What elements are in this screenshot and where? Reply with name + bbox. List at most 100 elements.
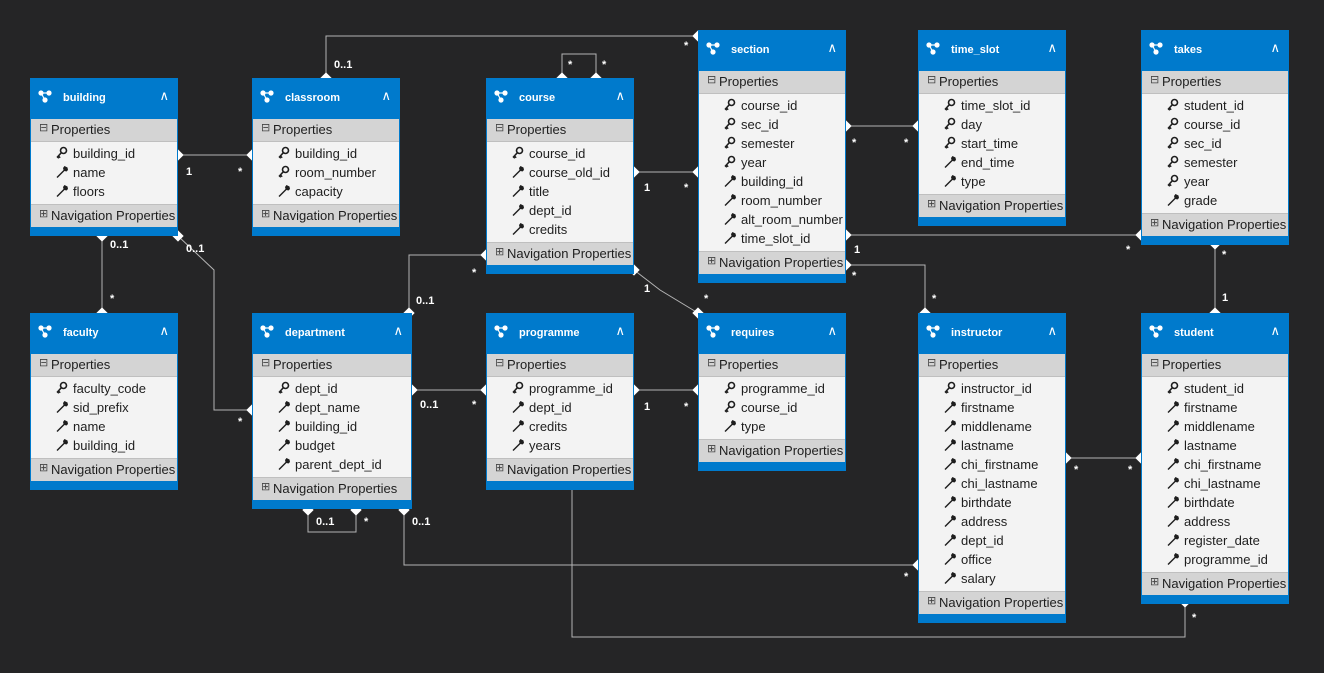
key-property-row[interactable]: year — [699, 153, 845, 172]
collapse-chevron-icon[interactable]: ∧ — [1270, 40, 1280, 55]
entity-header[interactable]: section∧ — [699, 31, 845, 71]
navigation-properties-toggle[interactable]: ⊞Navigation Properties — [487, 458, 633, 481]
collapse-minus-icon[interactable]: ⊟ — [39, 122, 49, 134]
property-row[interactable]: building_id — [253, 417, 411, 436]
key-property-row[interactable]: day — [919, 115, 1065, 134]
key-property-row[interactable]: sec_id — [1142, 134, 1288, 153]
collapse-chevron-icon[interactable]: ∧ — [615, 88, 625, 103]
navigation-properties-toggle[interactable]: ⊞Navigation Properties — [919, 591, 1065, 614]
property-row[interactable]: end_time — [919, 153, 1065, 172]
key-property-row[interactable]: course_id — [487, 144, 633, 163]
navigation-properties-toggle[interactable]: ⊞Navigation Properties — [699, 251, 845, 274]
relationship-section-time_slot[interactable] — [840, 120, 924, 132]
relationship-section-takes[interactable] — [840, 229, 1147, 241]
relationship-course-section[interactable] — [628, 166, 704, 178]
property-row[interactable]: capacity — [253, 182, 399, 201]
key-property-row[interactable]: start_time — [919, 134, 1065, 153]
property-row[interactable]: chi_lastname — [1142, 474, 1288, 493]
key-property-row[interactable]: course_id — [699, 398, 845, 417]
relationship-building-department[interactable] — [172, 230, 258, 416]
property-row[interactable]: credits — [487, 220, 633, 239]
property-row[interactable]: office — [919, 550, 1065, 569]
entity-header[interactable]: time_slot∧ — [919, 31, 1065, 71]
collapse-minus-icon[interactable]: ⊟ — [1150, 74, 1160, 86]
property-row[interactable]: birthdate — [919, 493, 1065, 512]
expand-plus-icon[interactable]: ⊞ — [39, 462, 49, 474]
property-row[interactable]: chi_lastname — [919, 474, 1065, 493]
relationship-building-classroom[interactable] — [172, 149, 258, 161]
properties-section-toggle[interactable]: ⊟Properties — [1142, 71, 1288, 94]
property-row[interactable]: dept_id — [919, 531, 1065, 550]
property-row[interactable]: firstname — [1142, 398, 1288, 417]
expand-plus-icon[interactable]: ⊞ — [261, 208, 271, 220]
relationship-classroom-section[interactable] — [320, 30, 704, 84]
collapse-minus-icon[interactable]: ⊟ — [707, 74, 717, 86]
expand-plus-icon[interactable]: ⊞ — [39, 208, 49, 220]
property-row[interactable]: budget — [253, 436, 411, 455]
relationship-building-faculty[interactable] — [96, 230, 108, 319]
key-property-row[interactable]: dept_id — [253, 379, 411, 398]
relationship-programme-student[interactable] — [566, 468, 1191, 638]
property-row[interactable]: building_id — [31, 436, 177, 455]
navigation-properties-toggle[interactable]: ⊞Navigation Properties — [31, 458, 177, 481]
property-row[interactable]: room_number — [699, 191, 845, 210]
navigation-properties-toggle[interactable]: ⊞Navigation Properties — [253, 477, 411, 500]
property-row[interactable]: chi_firstname — [1142, 455, 1288, 474]
entity-header[interactable]: student∧ — [1142, 314, 1288, 354]
association-line[interactable] — [561, 53, 597, 78]
key-property-row[interactable]: course_id — [1142, 115, 1288, 134]
property-row[interactable]: dept_id — [487, 398, 633, 417]
relationship-section-instructor[interactable] — [840, 259, 931, 319]
navigation-properties-toggle[interactable]: ⊞Navigation Properties — [31, 204, 177, 227]
property-row[interactable]: middlename — [1142, 417, 1288, 436]
entity-header[interactable]: building∧ — [31, 79, 177, 119]
expand-plus-icon[interactable]: ⊞ — [495, 462, 505, 474]
association-line[interactable] — [408, 254, 486, 313]
entity-header[interactable]: classroom∧ — [253, 79, 399, 119]
entity-header[interactable]: programme∧ — [487, 314, 633, 354]
property-row[interactable]: grade — [1142, 191, 1288, 210]
key-property-row[interactable]: semester — [699, 134, 845, 153]
collapse-chevron-icon[interactable]: ∧ — [615, 323, 625, 338]
property-row[interactable]: credits — [487, 417, 633, 436]
expand-plus-icon[interactable]: ⊞ — [1150, 576, 1160, 588]
key-property-row[interactable]: student_id — [1142, 379, 1288, 398]
collapse-chevron-icon[interactable]: ∧ — [1047, 323, 1057, 338]
association-line[interactable] — [633, 269, 699, 314]
collapse-minus-icon[interactable]: ⊟ — [707, 357, 717, 369]
entity-header[interactable]: course∧ — [487, 79, 633, 119]
entity-header[interactable]: department∧ — [253, 314, 411, 354]
key-property-row[interactable]: programme_id — [487, 379, 633, 398]
property-row[interactable]: firstname — [919, 398, 1065, 417]
key-property-row[interactable]: building_id — [253, 144, 399, 163]
key-property-row[interactable]: course_id — [699, 96, 845, 115]
association-line[interactable] — [177, 235, 252, 411]
property-row[interactable]: sid_prefix — [31, 398, 177, 417]
collapse-minus-icon[interactable]: ⊟ — [495, 357, 505, 369]
key-property-row[interactable]: building_id — [31, 144, 177, 163]
property-row[interactable]: dept_id — [487, 201, 633, 220]
property-row[interactable]: years — [487, 436, 633, 455]
properties-section-toggle[interactable]: ⊟Properties — [487, 119, 633, 142]
property-row[interactable]: parent_dept_id — [253, 455, 411, 474]
properties-section-toggle[interactable]: ⊟Properties — [699, 354, 845, 377]
relationship-takes-student[interactable] — [1209, 238, 1221, 319]
properties-section-toggle[interactable]: ⊟Properties — [253, 119, 399, 142]
navigation-properties-toggle[interactable]: ⊞Navigation Properties — [253, 204, 399, 227]
properties-section-toggle[interactable]: ⊟Properties — [919, 71, 1065, 94]
collapse-minus-icon[interactable]: ⊟ — [261, 122, 271, 134]
property-row[interactable]: lastname — [1142, 436, 1288, 455]
properties-section-toggle[interactable]: ⊟Properties — [487, 354, 633, 377]
expand-plus-icon[interactable]: ⊞ — [927, 595, 937, 607]
collapse-chevron-icon[interactable]: ∧ — [827, 323, 837, 338]
properties-section-toggle[interactable]: ⊟Properties — [699, 71, 845, 94]
collapse-chevron-icon[interactable]: ∧ — [159, 323, 169, 338]
property-row[interactable]: programme_id — [1142, 550, 1288, 569]
property-row[interactable]: type — [919, 172, 1065, 191]
collapse-minus-icon[interactable]: ⊟ — [39, 357, 49, 369]
property-row[interactable]: chi_firstname — [919, 455, 1065, 474]
relationship-programme-requires[interactable] — [628, 384, 704, 396]
navigation-properties-toggle[interactable]: ⊞Navigation Properties — [487, 242, 633, 265]
